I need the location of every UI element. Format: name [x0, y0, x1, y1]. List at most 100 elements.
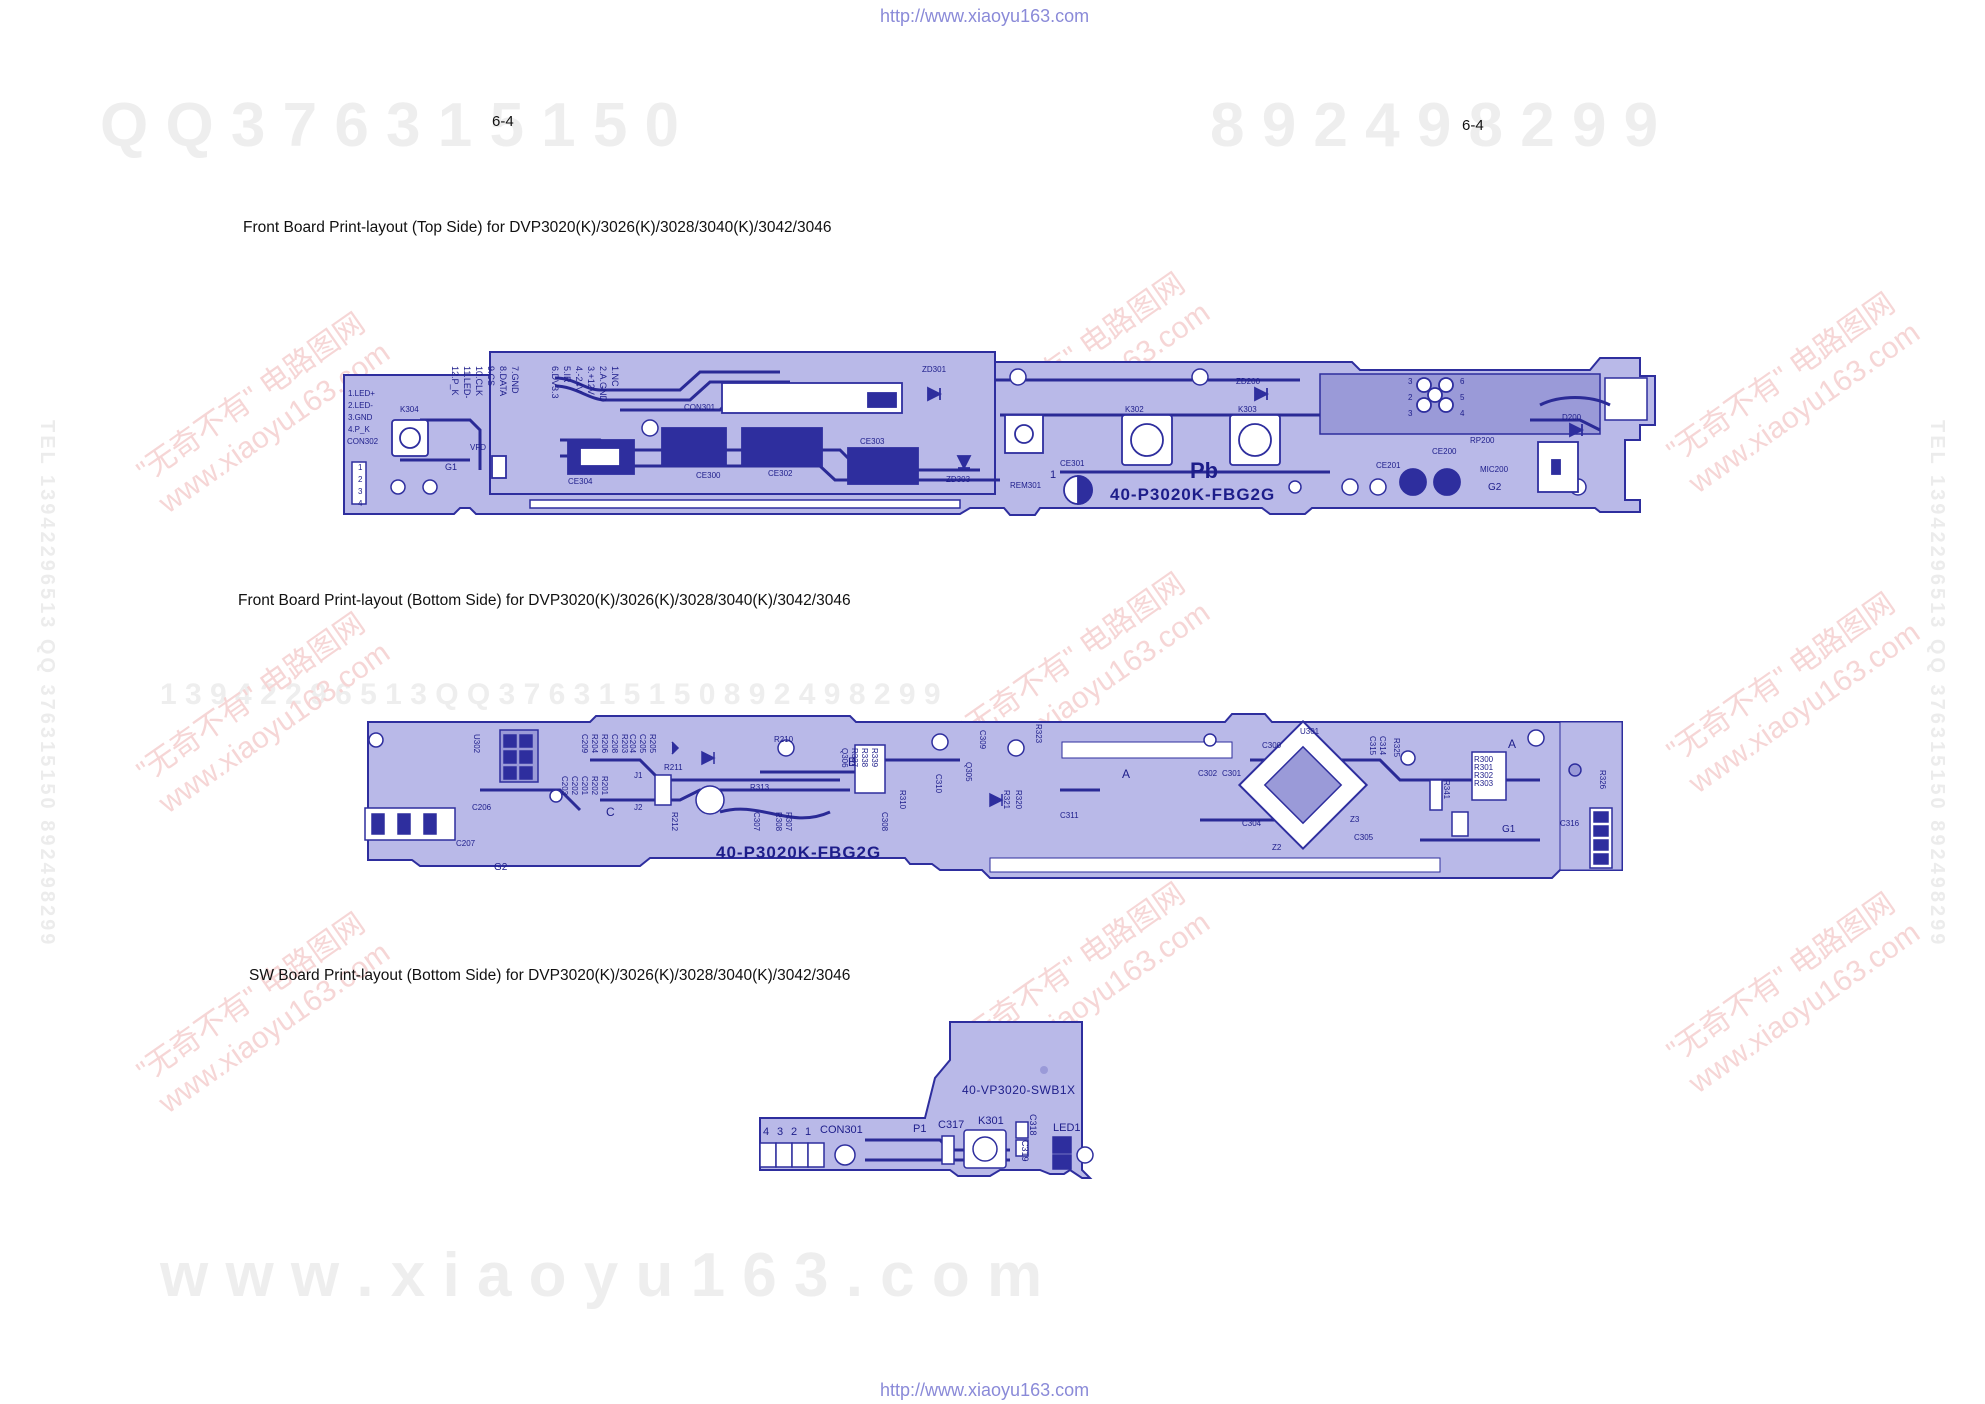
caption-bottom-side: Front Board Print-layout (Bottom Side) f… — [238, 592, 851, 609]
con301-pin-10: 10.CLK — [474, 366, 484, 396]
watermark-bottom-row: w w w . x i a o y u 1 6 3 . c o m — [160, 1241, 1043, 1310]
label-r341: R341 — [1442, 780, 1451, 800]
c319-cap — [1015, 1139, 1029, 1157]
r341-resistor — [1429, 779, 1443, 811]
label-g1-bottom: G1 — [1502, 824, 1516, 835]
label-u302: U302 — [472, 734, 481, 754]
rp-pin-1: 3 — [1408, 377, 1413, 386]
sw-pin-3: 3 — [777, 1126, 783, 1138]
con301-pin-1: 1.NC — [610, 366, 620, 387]
sw-con301-pad-3 — [791, 1142, 809, 1168]
label-r301: R301 — [1474, 763, 1494, 772]
r300-block — [1471, 751, 1507, 801]
label-c205: C205 — [638, 734, 647, 754]
label-c301: C301 — [1222, 769, 1242, 778]
label-b: B — [848, 755, 856, 769]
con302-pin-4: 4.P_K — [348, 425, 370, 434]
rp-pin-4: 4 — [1460, 409, 1465, 418]
label-g2: G2 — [1488, 482, 1502, 493]
label-zd301: ZD301 — [922, 365, 947, 374]
zd303-diode — [956, 455, 972, 471]
label-zd200: ZD200 — [1236, 377, 1261, 386]
ce201-cap — [1399, 468, 1427, 496]
bottom-board-pad-row-top — [1061, 741, 1233, 759]
label-c204: C204 — [628, 734, 637, 754]
label-r203: R203 — [620, 734, 629, 754]
header-url[interactable]: http://www.xiaoyu163.com — [880, 6, 1090, 26]
label-r339: R339 — [870, 748, 879, 768]
label-r308: R308 — [774, 812, 783, 832]
label-r326: R326 — [1598, 770, 1607, 790]
sw-hole — [834, 1144, 856, 1166]
ce300-cap — [661, 427, 727, 467]
label-c314: C314 — [1378, 736, 1387, 756]
vfd-pad — [491, 455, 507, 479]
con301-header — [721, 382, 903, 414]
label-j2: J2 — [634, 803, 643, 812]
sw-part-number: 40-VP3020-SWB1X — [962, 1083, 1076, 1097]
label-k304: K304 — [400, 405, 419, 414]
label-ce302: CE302 — [768, 469, 793, 478]
bottom-board-pad-row-bottom — [989, 857, 1441, 873]
label-ce300: CE300 — [696, 471, 721, 480]
label-c300: C300 — [1262, 741, 1282, 750]
label-3: 1 — [1050, 469, 1056, 481]
label-c: C — [606, 805, 615, 819]
d200-diode — [1569, 422, 1585, 438]
ce304-cap — [567, 439, 635, 475]
label-vfd: VFD — [470, 443, 486, 452]
con302-pin-2: 2.LED- — [348, 401, 373, 410]
c317-cap — [941, 1135, 955, 1165]
label-rp200: RP200 — [1470, 436, 1495, 445]
con301-pin-list: 1.NC 2.A.GND 3.+12V 4.-24V 5.IR 6.DV3.3 … — [450, 366, 620, 403]
sw-board-components — [759, 1066, 1094, 1170]
label-c302: C302 — [1198, 769, 1218, 778]
sw-label-c319: C319 — [1020, 1140, 1030, 1162]
label-rem301: REM301 — [1010, 481, 1042, 490]
label-r211: R211 — [664, 763, 683, 772]
top-board-silk: 1.LED+ 2.LED- 3.GND 4.P_K CON302 K304 VF… — [347, 365, 1582, 508]
con302-num-2: 2 — [358, 475, 363, 484]
label-k302: K302 — [1125, 405, 1144, 414]
label-c203: C203 — [560, 776, 569, 796]
footer-url[interactable]: http://www.xiaoyu163.com — [880, 1380, 1090, 1400]
watermark-vertical-right: TEL 13942296513 QQ 376315150 892498299 — [1926, 420, 1948, 948]
label-r310: R310 — [898, 790, 907, 810]
sw-label-k301: K301 — [978, 1115, 1004, 1127]
sw-con301-pad-2 — [775, 1142, 793, 1168]
label-r337: R337 — [850, 748, 859, 768]
top-board-part-number: Pb 40-P3020K-FBG2G — [1110, 458, 1274, 504]
label-c307: C307 — [752, 812, 761, 832]
label-u301: U301 — [1300, 727, 1320, 736]
r326-connector — [1589, 807, 1613, 869]
sw-pin-4: 4 — [763, 1126, 769, 1138]
bottom-board-components — [364, 729, 1613, 869]
con301-pin-5: 5.IR — [562, 366, 572, 383]
label-z2: Z2 — [1272, 843, 1282, 852]
watermark-qq-right: 8 9 2 4 9 8 2 9 9 — [1210, 91, 1659, 160]
label-r307: R307 — [784, 812, 793, 832]
label-ce303: CE303 — [860, 437, 885, 446]
caption-top-side: Front Board Print-layout (Top Side) for … — [243, 219, 832, 236]
label-q305: Q305 — [964, 762, 973, 782]
con301-pin-4: 4.-24V — [574, 366, 584, 393]
led1-pad-2 — [1052, 1154, 1072, 1170]
label-q306: Q306 — [840, 748, 849, 768]
label-g1: G1 — [445, 462, 457, 472]
rp-pin-2: 2 — [1408, 393, 1413, 402]
sw-pin-1: 1 — [805, 1126, 811, 1138]
rp-pin-6: 6 — [1460, 377, 1465, 386]
pad-vertical — [654, 774, 672, 806]
label-a-right: A — [1508, 737, 1516, 751]
label-ce200: CE200 — [1432, 447, 1457, 456]
label-ce201: CE201 — [1376, 461, 1401, 470]
label-k303: K303 — [1238, 405, 1257, 414]
label-c202: C202 — [570, 776, 579, 796]
watermark-qq-left: Q Q 3 7 6 3 1 5 1 5 0 — [100, 91, 680, 160]
label-mic200: MIC200 — [1480, 465, 1509, 474]
label-r338: R338 — [860, 748, 869, 768]
label-c316: C316 — [1560, 819, 1580, 828]
top-board-edge-pads — [351, 461, 961, 509]
